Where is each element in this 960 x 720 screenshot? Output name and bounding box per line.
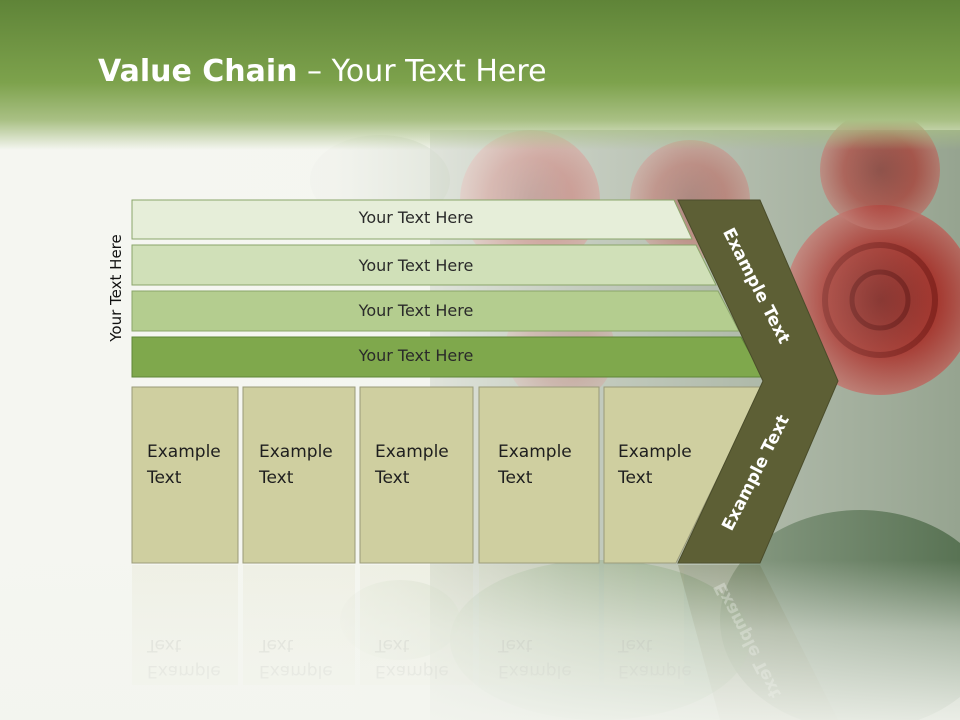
bar-1[interactable]: [131, 199, 693, 240]
bar-2[interactable]: [131, 244, 717, 286]
slide-title: Value Chain – Your Text Here: [98, 54, 547, 89]
activity-box-4[interactable]: [478, 386, 600, 564]
title-rest: – Your Text Here: [297, 54, 547, 89]
bar-label-1: Your Text Here: [358, 208, 474, 227]
header-band: [0, 0, 960, 150]
bar-label-2: Your Text Here: [358, 256, 474, 275]
bar-label-3: Your Text Here: [358, 301, 474, 320]
activity-box-3[interactable]: [359, 386, 474, 564]
bar-label-4: Your Text Here: [358, 346, 474, 365]
activity-box-2[interactable]: [242, 386, 356, 564]
title-bold: Value Chain: [98, 54, 298, 89]
